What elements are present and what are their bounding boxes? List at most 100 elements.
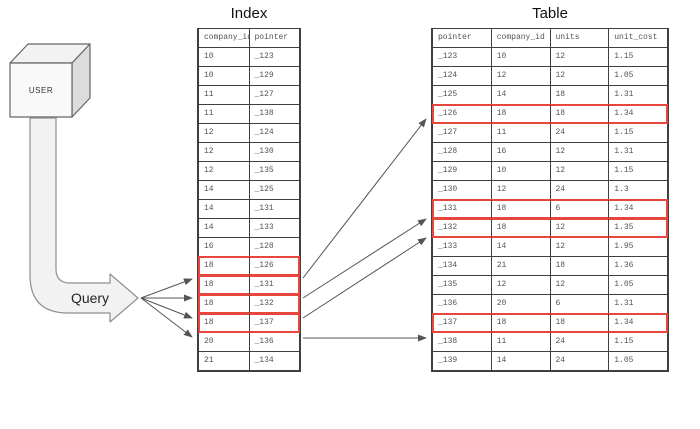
- data-cell: _137: [433, 314, 492, 332]
- data-cell: 11: [199, 105, 250, 123]
- data-cell: 1.34: [614, 204, 634, 213]
- data-cell: 24: [551, 124, 610, 142]
- data-cell: 18: [199, 295, 250, 313]
- data-cell: _139: [433, 352, 492, 370]
- index-row: 20_136: [198, 332, 300, 352]
- user-cube-icon: [9, 43, 91, 118]
- data-cell: _123: [433, 48, 492, 66]
- data-cell: _123: [254, 52, 274, 61]
- index-row: 11 _138: [198, 104, 300, 124]
- data-cell: _136: [433, 295, 492, 313]
- data-cell: _128: [433, 143, 492, 161]
- data-cell: 14: [492, 238, 551, 256]
- data-cell: _124: [254, 128, 274, 137]
- data-cell: _129: [433, 162, 492, 180]
- index-row: 14_125: [198, 180, 300, 200]
- data-cell: _129: [254, 71, 274, 80]
- data-cell: 1.05: [614, 280, 634, 289]
- data-cell: _131: [254, 204, 274, 213]
- index-row: 14_131: [198, 199, 300, 219]
- data-cell: 18: [492, 314, 551, 332]
- table-title: Table: [532, 5, 568, 22]
- data-cell: 21: [199, 352, 250, 370]
- data-cell: 1.31: [614, 147, 634, 156]
- data-cell: 16: [199, 238, 250, 256]
- pointer-arrow: [302, 218, 427, 299]
- data-cell: _131: [433, 200, 492, 218]
- data-cell: 1.34: [614, 109, 634, 118]
- data-cell: 1.95: [614, 242, 634, 251]
- index-row: 10 _129: [198, 66, 300, 86]
- data-cell: _134: [254, 356, 274, 365]
- data-cell: 18: [199, 314, 250, 332]
- index-row-highlighted: 18_126: [198, 256, 300, 276]
- data-cell: 14: [492, 86, 551, 104]
- query-fan-arrow: [140, 297, 193, 338]
- query-fan-arrow: [140, 297, 193, 319]
- data-cell: _138: [254, 109, 274, 118]
- data-cell: _135: [433, 276, 492, 294]
- data-cell: _127: [433, 124, 492, 142]
- data-cell: 1.3: [614, 185, 629, 194]
- header-cell: pointer: [433, 29, 492, 47]
- index-row-highlighted: 18_137: [198, 313, 300, 333]
- data-cell: _128: [254, 242, 274, 251]
- data-cell: 18: [199, 257, 250, 275]
- data-cell: 18: [492, 105, 551, 123]
- data-cell: 18: [492, 200, 551, 218]
- data-cell: 18: [199, 276, 250, 294]
- data-cell: 1.05: [614, 356, 634, 365]
- data-cell: 1.15: [614, 52, 634, 61]
- data-cell: 20: [199, 333, 250, 351]
- data-cell: 6: [551, 200, 610, 218]
- data-cell: 12: [551, 143, 610, 161]
- data-cell: 14: [199, 181, 250, 199]
- data-cell: 1.36: [614, 261, 634, 270]
- data-cell: 10: [492, 48, 551, 66]
- data-cell: 14: [199, 219, 250, 237]
- data-cell: _124: [433, 67, 492, 85]
- data-cell: 1.05: [614, 71, 634, 80]
- query-bent-arrow-icon: [29, 117, 139, 323]
- data-cell: _132: [433, 219, 492, 237]
- data-cell: 10: [199, 67, 250, 85]
- header-cell: unit_cost: [614, 33, 658, 42]
- data-cell: 12: [551, 162, 610, 180]
- data-cell: 1.15: [614, 337, 634, 346]
- data-cell: 24: [551, 333, 610, 351]
- data-cell: _126: [433, 105, 492, 123]
- query-arrow-label: Query: [70, 290, 110, 306]
- data-cell: 12: [551, 48, 610, 66]
- user-cube-label: USER: [28, 85, 54, 95]
- data-cell: 18: [551, 105, 610, 123]
- pointer-arrow: [302, 118, 427, 279]
- data-cell: _138: [433, 333, 492, 351]
- data-cell: 18: [551, 314, 610, 332]
- data-cell: 1.15: [614, 166, 634, 175]
- pointer-arrow: [302, 237, 427, 319]
- data-cell: 1.35: [614, 223, 634, 232]
- data-cell: 12: [551, 67, 610, 85]
- index-row: 12_124: [198, 123, 300, 143]
- data-cell: 20: [492, 295, 551, 313]
- data-cell: 12: [199, 162, 250, 180]
- data-cell: 12: [492, 276, 551, 294]
- header-cell: units: [551, 29, 610, 47]
- header-cell: company_id: [492, 29, 551, 47]
- data-cell: 1.31: [614, 299, 634, 308]
